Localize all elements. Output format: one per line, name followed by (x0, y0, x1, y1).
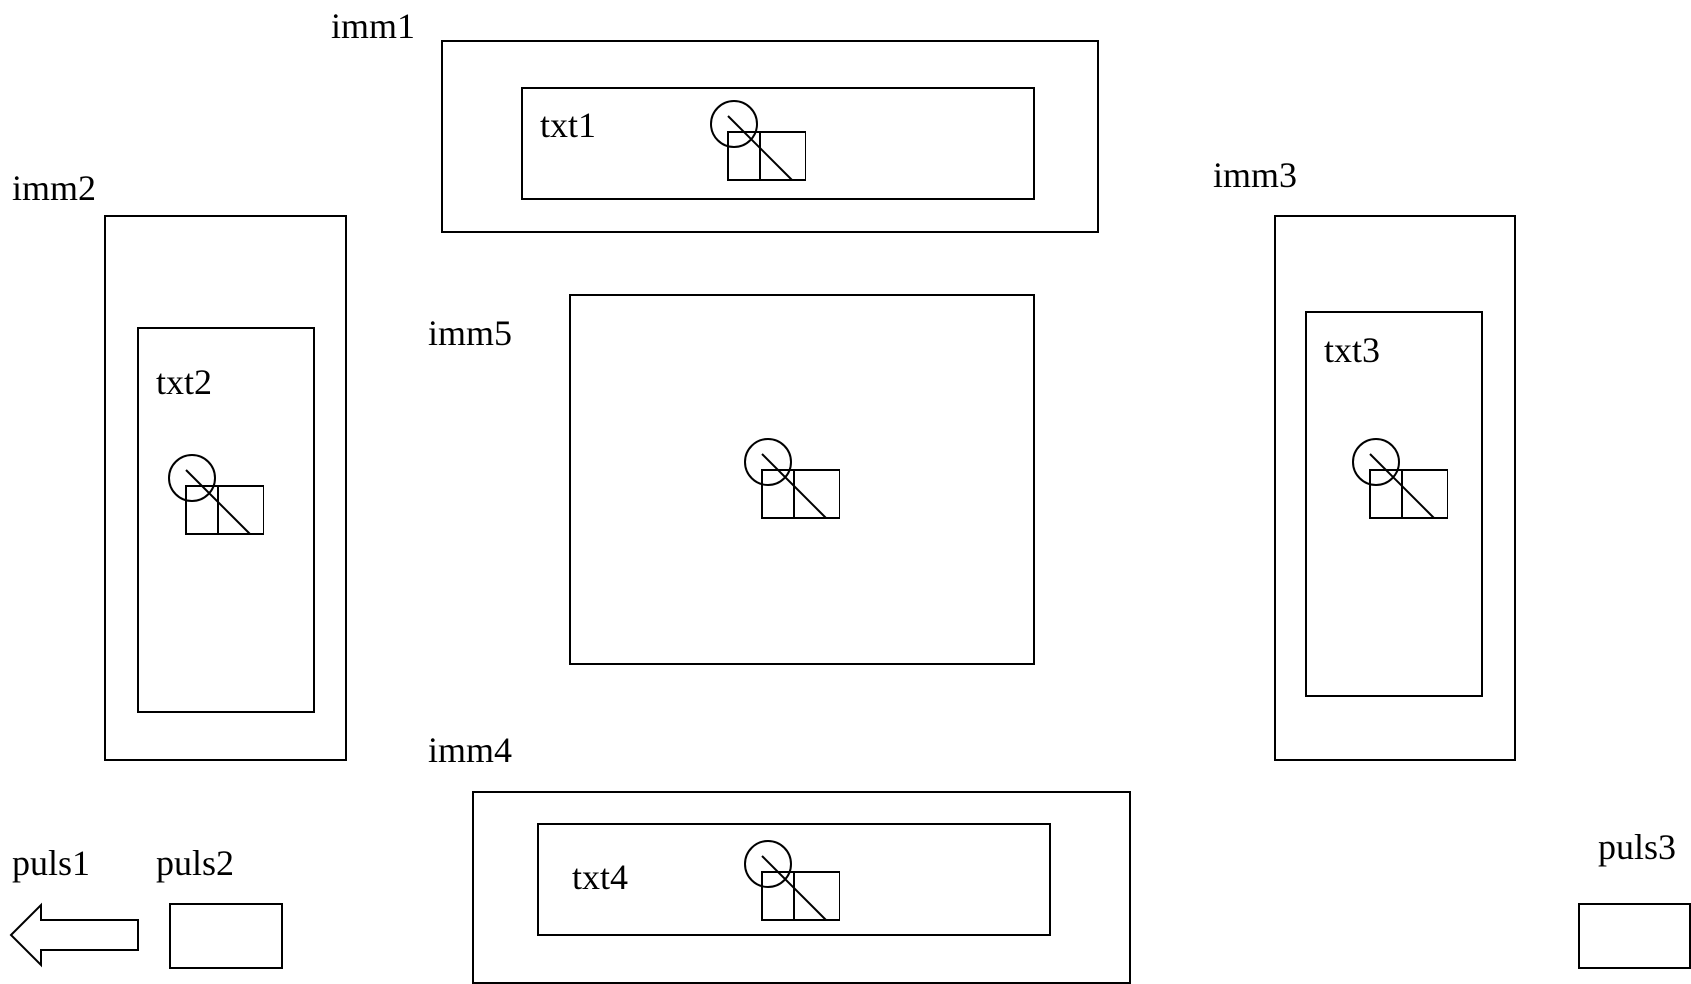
imm2-image-panel[interactable] (104, 215, 347, 761)
txt2-text-field[interactable] (137, 327, 315, 713)
imm5-image-panel[interactable] (569, 294, 1035, 665)
txt3-text-field[interactable] (1305, 311, 1483, 697)
image-placeholder-icon (1352, 438, 1448, 530)
imm3-image-panel[interactable] (1274, 215, 1516, 761)
txt3-label: txt3 (1324, 330, 1381, 370)
txt1-label: txt1 (540, 105, 597, 145)
imm1-image-panel[interactable] (441, 40, 1099, 233)
txt4-label: txt4 (572, 857, 629, 897)
puls3-label: puls3 (1598, 827, 1677, 867)
image-placeholder-icon (710, 100, 806, 192)
image-placeholder-icon (744, 840, 840, 932)
imm4-image-panel[interactable] (472, 791, 1131, 984)
image-placeholder-icon (744, 438, 840, 530)
puls2-label: puls2 (156, 843, 235, 883)
imm1-label: imm1 (331, 6, 416, 46)
image-placeholder-icon (168, 454, 264, 546)
imm5-label: imm5 (428, 313, 513, 353)
imm4-label: imm4 (428, 730, 513, 770)
puls1-label: puls1 (12, 843, 91, 883)
puls2-button[interactable] (169, 903, 283, 969)
txt4-text-field[interactable] (537, 823, 1051, 936)
puls3-button[interactable] (1578, 903, 1691, 969)
imm3-label: imm3 (1213, 155, 1298, 195)
txt2-label: txt2 (156, 362, 213, 402)
txt1-text-field[interactable] (521, 87, 1035, 200)
left-arrow-icon[interactable] (8, 902, 140, 968)
imm2-label: imm2 (12, 168, 97, 208)
